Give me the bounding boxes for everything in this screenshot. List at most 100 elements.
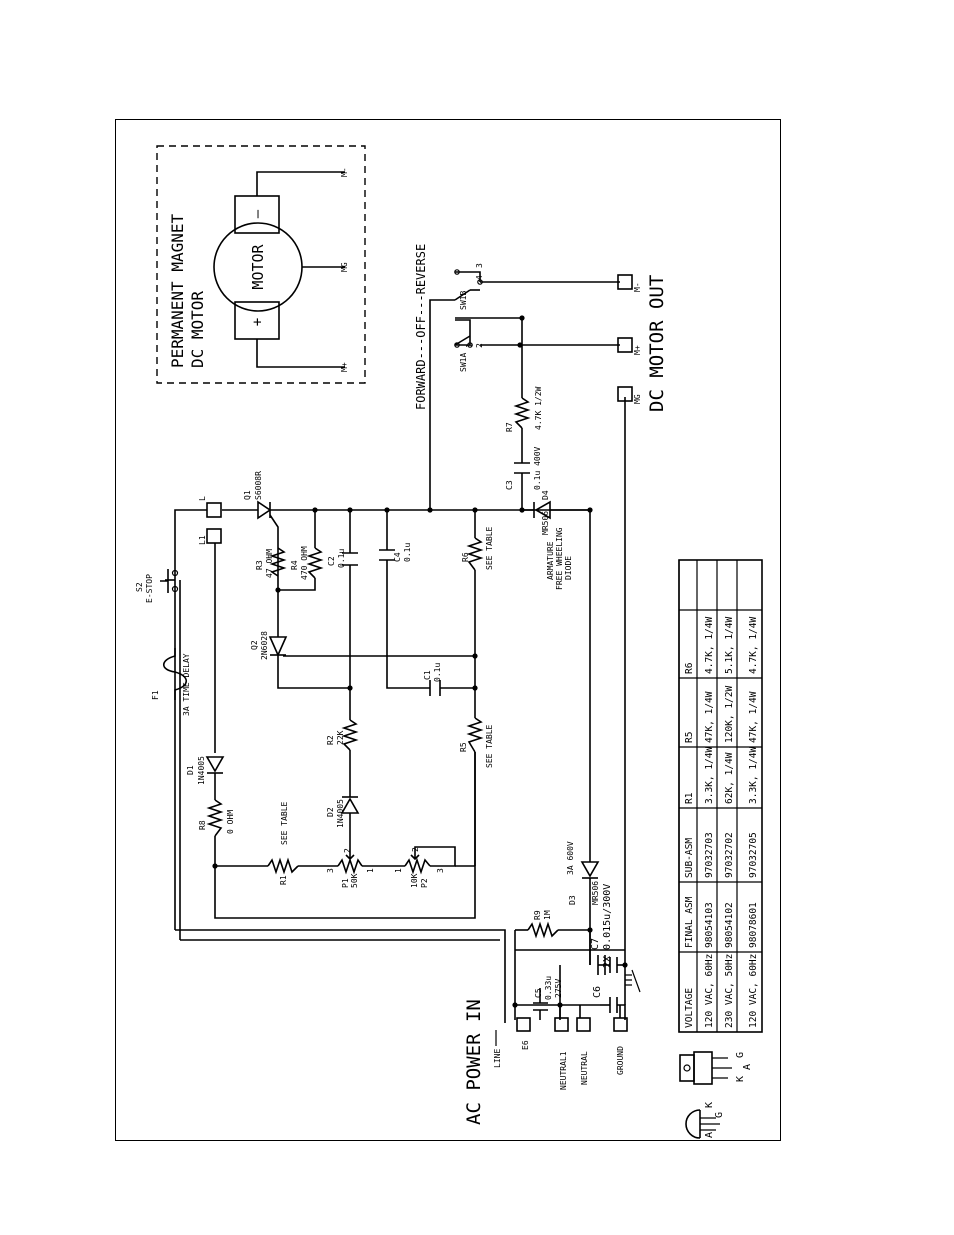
- labels: F1 3A TIME DELAY S2 E-STOP L L1 Q1 S6008…: [135, 263, 642, 1090]
- capacitor-c7: [597, 955, 606, 975]
- capacitor-c1: [429, 680, 441, 696]
- label-c2-val: 0.1u: [337, 549, 346, 568]
- diode-d1: [205, 756, 225, 773]
- terminal-m-plus: [617, 337, 633, 353]
- schematic-frame: [115, 119, 781, 1141]
- put-q2: [268, 636, 288, 657]
- capacitor-c2: [342, 552, 358, 566]
- label-d4: D4: [541, 490, 550, 500]
- junctions: [212, 315, 628, 1008]
- label-c7-val: 2X 0.015u/300V: [602, 884, 613, 968]
- table-header-cell: R1: [684, 792, 695, 804]
- diode-d2: [340, 797, 360, 814]
- table-cell: 4.7K, 1/4W: [704, 617, 715, 674]
- table-cell: 47K, 1/4W: [748, 691, 759, 743]
- label-p2-pin2: 2: [411, 847, 420, 852]
- label-f1: F1: [151, 690, 160, 700]
- resistor-r3: [269, 547, 287, 577]
- terminal-mg: [617, 386, 633, 402]
- terminal-neutral: [576, 1017, 591, 1032]
- label-r8: R8: [198, 820, 207, 830]
- table-cell: 62K, 1/4W: [724, 752, 735, 804]
- capacitor-c4: [379, 549, 395, 561]
- motor-box-border: [156, 145, 366, 384]
- label-d2-val: 1N4005: [336, 799, 345, 828]
- label-c5: C5: [534, 988, 543, 998]
- label-out-m-minus: M-: [633, 282, 642, 292]
- switch-label: FORWARD---OFF---REVERSE: [414, 244, 428, 410]
- label-c7: C7: [590, 938, 601, 950]
- wiring: [165, 271, 641, 1023]
- label-c4-val: 0.1u: [403, 543, 412, 562]
- label-r5-val: SEE TABLE: [485, 724, 494, 768]
- label-c4: C4: [393, 552, 402, 562]
- motor-minus-sign: —: [250, 209, 266, 218]
- label-r4: R4: [290, 560, 299, 570]
- motor-title-line2: DC MOTOR: [188, 291, 207, 368]
- resistor-r1: [267, 857, 299, 875]
- label-sw1a: SW1A: [459, 353, 468, 372]
- terminal-l: [206, 502, 222, 518]
- scr-q1: [257, 500, 272, 520]
- table-cell: 120 VAC, 60Hz: [704, 954, 715, 1028]
- label-q1: Q1: [243, 490, 252, 500]
- table-cell: 120K, 1/2W: [724, 686, 735, 743]
- motor-label: MOTOR: [249, 243, 267, 289]
- label-in-line: LINE: [493, 1049, 502, 1068]
- label-p1: P1: [341, 878, 350, 888]
- label-q2-val: 2N6028: [260, 631, 269, 660]
- label-l1: L1: [198, 535, 207, 545]
- table-cell: 47K, 1/4W: [704, 691, 715, 743]
- label-d1: D1: [186, 765, 195, 775]
- label-p2: P2: [420, 878, 429, 888]
- to220-pin-g: G: [735, 1052, 746, 1058]
- label-c2: C2: [327, 556, 336, 566]
- switch-sw1b-contact: [454, 269, 460, 275]
- label-r5: R5: [459, 742, 468, 752]
- label-in-neutral: NEUTRAL: [580, 1051, 589, 1085]
- label-r1: R1: [279, 875, 288, 885]
- label-f1-val: 3A TIME DELAY: [182, 653, 191, 716]
- table-header-cell: R5: [684, 732, 695, 743]
- label-d3: D3: [568, 895, 577, 905]
- label-p2-pin3: 3: [436, 868, 445, 873]
- terminal-e6: [516, 1017, 531, 1032]
- resistor-r7: [513, 397, 531, 429]
- table-header-cell: SUB-ASM: [684, 838, 695, 878]
- ac-power-in-title: AC POWER IN: [463, 999, 485, 1125]
- switch-sw1a-contact: [454, 342, 460, 348]
- label-r3: R3: [255, 560, 264, 570]
- label-in-ground: GROUND: [616, 1046, 625, 1075]
- switch-s2: [160, 569, 169, 593]
- label-c3-val: 0.1u 400V: [533, 446, 542, 490]
- table-cell: 3.3K, 1/4W: [704, 747, 715, 804]
- label-c3: C3: [505, 480, 514, 490]
- resistor-r4: [306, 547, 324, 579]
- label-r1-val: SEE TABLE: [280, 801, 289, 845]
- label-d4-note2: FREE WHEELING: [555, 527, 564, 590]
- label-in-e6: E6: [521, 1040, 530, 1050]
- motor-term-m-minus: M-: [340, 167, 349, 177]
- dc-motor-out-title: DC MOTOR OUT: [646, 275, 668, 412]
- label-r2-val: 22K: [336, 730, 345, 745]
- table-cell: 98078601: [748, 902, 759, 948]
- label-q2: Q2: [250, 640, 259, 650]
- label-r7: R7: [505, 422, 514, 432]
- label-p1-pin3: 3: [326, 868, 335, 873]
- label-p2-val: 10K: [410, 873, 419, 888]
- fuse-f1: [162, 648, 188, 700]
- capacitor-c6: [609, 997, 618, 1013]
- label-r9: R9: [533, 910, 542, 920]
- pinout-to220: K A G: [679, 1051, 753, 1085]
- table-cell: 120 VAC, 60Hz: [748, 954, 759, 1028]
- label-r3-val: 47 OHM: [265, 549, 274, 578]
- table-header-cell: FINAL ASM: [684, 896, 695, 948]
- diode-d4: [534, 500, 551, 520]
- label-s2: S2: [135, 582, 144, 592]
- table-cell: 3.3K, 1/4W: [748, 747, 759, 804]
- label-d3-rating: 3A 600V: [566, 841, 575, 875]
- motor-term-m-plus: M+: [340, 362, 349, 372]
- capacitor-c3: [514, 462, 530, 474]
- label-s2-val: E-STOP: [145, 574, 154, 603]
- label-r6-val: SEE TABLE: [485, 526, 494, 570]
